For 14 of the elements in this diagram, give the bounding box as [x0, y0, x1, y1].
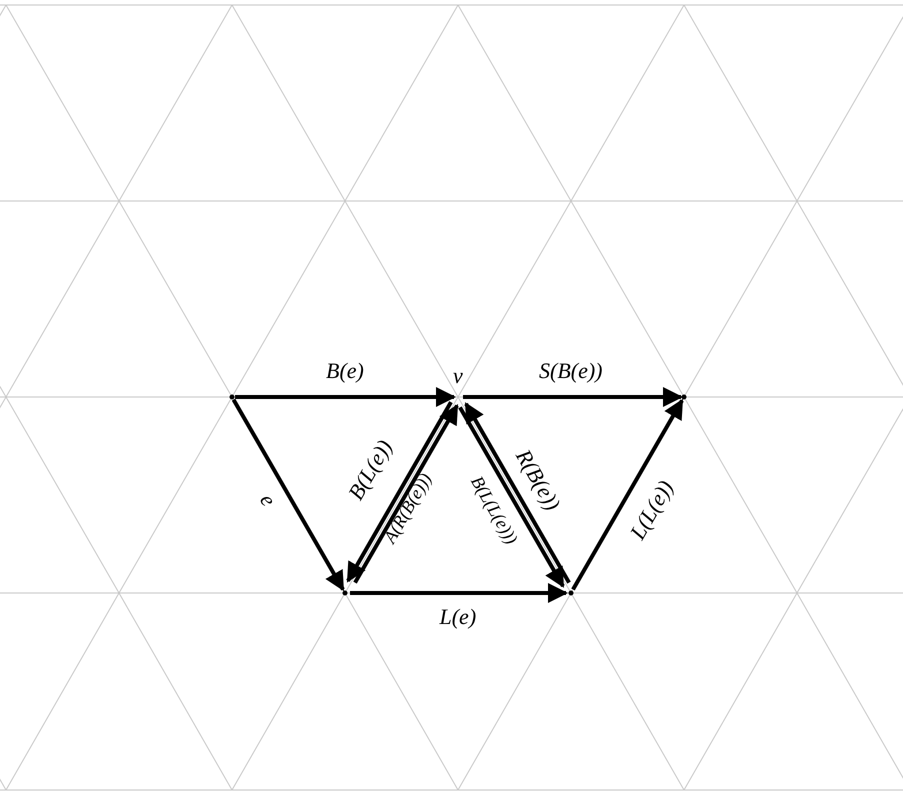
- vertex-point: [568, 590, 574, 596]
- vertex-label: v: [453, 365, 463, 387]
- edge-label: e: [256, 490, 280, 510]
- arrow: [232, 398, 345, 592]
- arrow: [350, 583, 568, 603]
- arrow: [463, 387, 683, 407]
- vertex-point: [230, 394, 234, 400]
- vertex-point: [682, 394, 686, 400]
- arrow: [571, 398, 684, 591]
- vertex-point: [342, 590, 348, 596]
- edge-label: L(e): [440, 606, 476, 628]
- edge-label: S(B(e)): [539, 360, 603, 382]
- edge-label: B(e): [326, 360, 364, 382]
- arrow: [235, 387, 456, 407]
